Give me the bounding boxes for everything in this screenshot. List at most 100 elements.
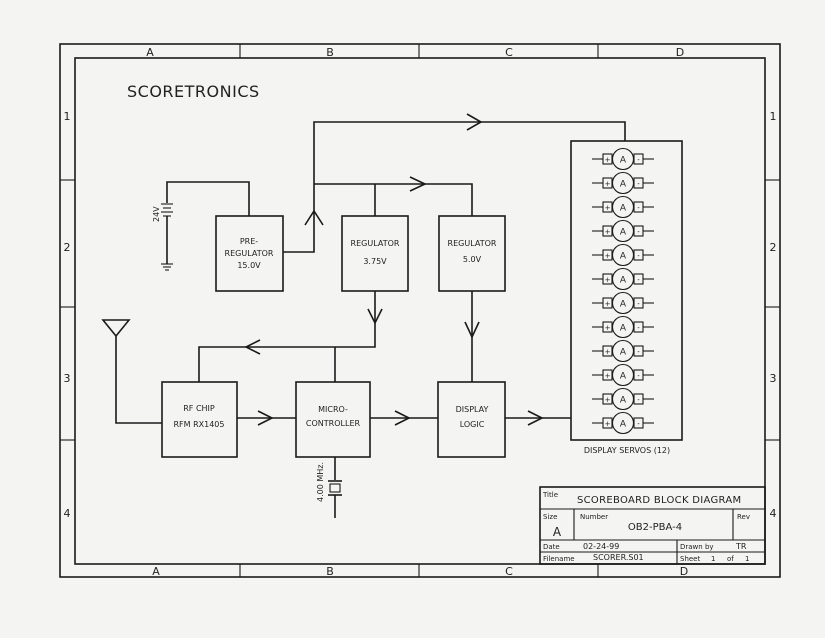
ground-icon [161,263,173,271]
date-value: 02-24-99 [583,542,619,551]
zone-row-right-2: 2 [770,241,777,254]
drawing-title: SCOREBOARD BLOCK DIAGRAM [577,495,741,506]
plus-sign: + [605,324,611,332]
sheet-number: 1 [711,555,715,563]
number-label: Number [580,513,608,521]
inner-border [74,57,766,565]
plus-sign: + [605,348,611,356]
zone-col-bottom-a: A [152,565,160,578]
servo-motor: +A- [592,243,654,267]
preregulator-line2: REGULATOR [225,249,274,258]
battery-symbol [161,181,250,264]
rf-chip-block [161,381,238,458]
size-value: A [553,525,562,539]
plus-sign: + [605,420,611,428]
crystal-icon [328,457,342,518]
size-label: Size [543,513,557,521]
filename-value: SCORER.S01 [593,553,644,562]
servo-motor: +A- [592,195,654,219]
display-logic-line1: DISPLAY [456,405,489,414]
plus-sign: + [605,228,611,236]
filename-label: Filename [543,555,575,563]
regulator-output-wires [198,291,480,382]
zone-col-top-c: C [505,46,513,59]
display-logic-line2: LOGIC [460,420,485,429]
antenna-icon [101,319,162,424]
title-label: Title [542,491,558,499]
servo-motor: +A- [592,171,654,195]
preregulator-line3: 15.0V [237,261,261,270]
zone-row-right-4: 4 [770,507,777,520]
arrow-right [466,113,483,131]
date-label: Date [543,543,560,551]
servo-bank-box [570,140,683,441]
micro-line1: MICRO- [318,405,348,414]
outer-border [59,43,781,578]
motor-label: A [620,348,627,358]
minus-sign: - [637,372,640,380]
servo-motor: +A- [592,363,654,387]
motor-label: A [620,228,627,238]
plus-sign: + [605,300,611,308]
plus-sign: + [605,276,611,284]
zone-col-top-a: A [146,46,154,59]
plus-sign: + [605,156,611,164]
plus-sign: + [605,204,611,212]
preregulator-block [215,215,284,292]
minus-sign: - [637,348,640,356]
minus-sign: - [637,396,640,404]
zone-col-top-d: D [676,46,684,59]
servo-motor: + A - [592,339,654,363]
minus-sign: - [637,300,640,308]
title-block [539,486,766,565]
servos-label: DISPLAY SERVOS (12) [584,446,670,455]
motor-label: A [620,372,627,382]
zone-row-left-1: 1 [64,110,71,123]
display-logic-block [437,381,506,458]
servo-motor: + A - [592,147,654,171]
minus-sign: - [637,420,640,428]
rf-to-micro-wire [237,410,296,426]
servo-motor: + A - [592,387,654,411]
arrow-up [304,209,324,226]
motor-label: A [620,204,627,214]
plus-sign: + [605,252,611,260]
sheet-of-label: of [727,555,734,563]
motor-label: A [620,276,627,286]
regulator-3v75-line1: REGULATOR [351,239,400,248]
servo-motor: + A - [592,219,654,243]
plus-sign: + [605,180,611,188]
minus-sign: - [637,228,640,236]
motor-label: A [620,324,627,334]
micro-line2: CONTROLLER [306,419,361,428]
drawn-by-value: TR [735,542,747,551]
regulator-3v75-block [341,215,409,292]
rf-chip-line2: RFM RX1405 [173,420,224,429]
servo-motor: + A - [592,267,654,291]
zone-col-top-b: B [326,46,334,59]
preregulator-line1: PRE- [240,237,258,246]
microcontroller-block [295,381,371,458]
zone-row-left-3: 3 [64,372,71,385]
crystal-label: 4.00 MHz. [316,462,325,502]
regulator-3v75-line2: 3.75V [363,257,387,266]
zone-row-right-3: 3 [770,372,777,385]
minus-sign: - [637,276,640,284]
zone-dividers [60,44,780,577]
motor-label: A [620,396,627,406]
servo-motor: + A - [592,411,654,435]
minus-sign: - [637,324,640,332]
minus-sign: - [637,156,640,164]
rf-chip-line1: RF CHIP [183,404,215,413]
zone-col-bottom-c: C [505,565,513,578]
sheet-total: 1 [745,555,749,563]
micro-to-logic-wire [370,410,438,426]
plus-sign: + [605,396,611,404]
drawing-number: OB2-PBA-4 [628,522,682,533]
motor-label: A [620,156,627,166]
motor-label: A [620,180,627,190]
zone-col-bottom-b: B [326,565,334,578]
zone-col-bottom-d: D [680,565,688,578]
motor-label: A [620,420,627,430]
